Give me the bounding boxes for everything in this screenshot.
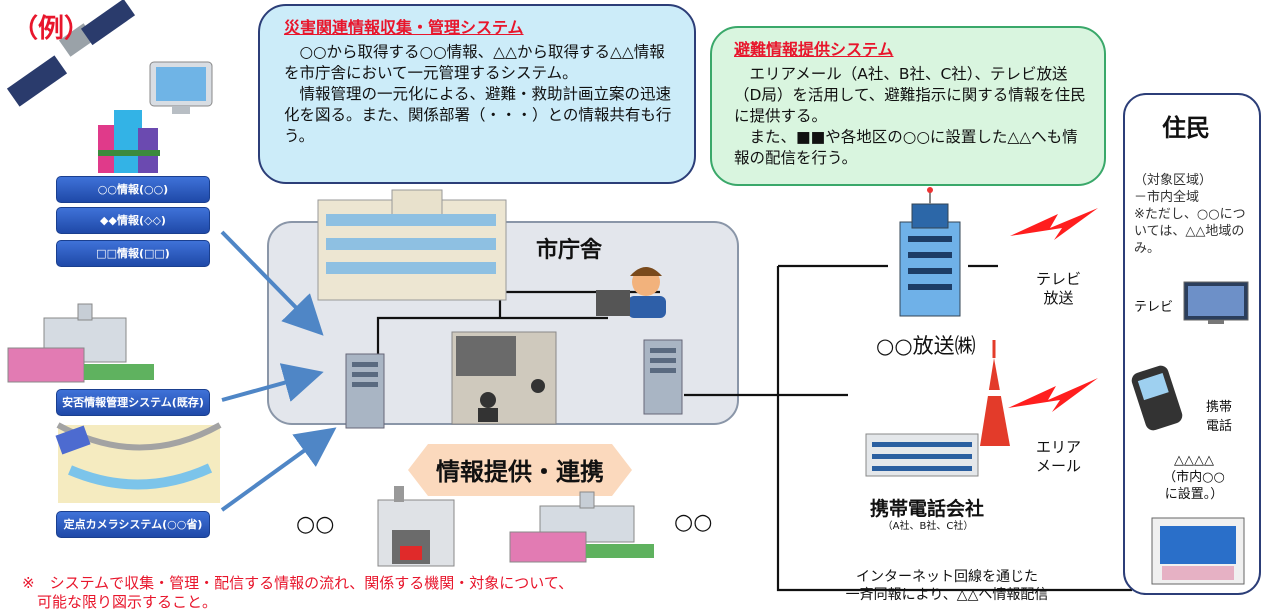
fixed-camera-system-label: 定点カメラシステム(○○省) [56,511,210,538]
source-item-3: □□情報(□□) [56,240,210,267]
buildings-illustration [98,110,160,173]
evacuation-system-box: 避難情報提供システム エリアメール（A社、B社、C社）、テレビ放送（D局）を活用… [710,26,1106,186]
tv-broadcast-label: テレビ 放送 [1036,270,1082,307]
safety-info-system-label: 安否情報管理システム(既存) [56,389,210,416]
system-box-title: 災害関連情報収集・管理システム [284,18,524,37]
signage-illustration [1151,517,1245,585]
server-left [345,353,385,429]
operator-illustration [596,267,666,318]
source-arrows [220,230,337,512]
mobile-phone-illustration [1131,365,1183,431]
oo-right-label: ○○ [674,510,713,535]
city-hall-label: 市庁舎 [536,238,603,263]
camera-landscape-illustration [55,422,222,503]
residents-tv-label: テレビ [1134,300,1174,315]
carrier-label: 携帯電話会社 [870,498,985,520]
system-box-body: ○○から取得する○○情報、△△から取得する△△情報を市庁舎において一元管理するシ… [284,43,672,145]
source-item-2: ◆◆情報(◇◇) [56,207,210,234]
residents-mobile-label: 携帯 電話 [1206,400,1233,434]
city-hall-building [317,189,507,301]
carrier-building [865,433,979,477]
area-mail-label: エリア メール [1036,438,1082,475]
server-right [643,339,683,415]
broadcaster-building [899,187,961,317]
radio-tower-illustration [980,340,1010,446]
tv-illustration [1183,281,1249,324]
signal-bolts [1008,208,1098,412]
residents-title: 住民 [1162,114,1210,142]
broadcaster-label: ○○放送㈱ [876,334,976,358]
school-illustration [509,491,654,563]
example-label: （例） [12,14,91,44]
facility-illustration [7,303,154,383]
oo-left-label: ○○ [296,512,335,537]
residents-area-text: （対象区域） －市内全域 ※ただし、○○については、△△地域のみ。 [1134,173,1246,256]
info-share-label: 情報提供・連携 [436,458,604,486]
residents-panel [1123,93,1261,595]
footnote: ※ システムで収集・管理・配信する情報の流れ、関係する機関・対象について、 可能… [22,574,574,611]
carrier-sublabel: （A社、B社、C社） [882,521,974,532]
satellite-illustration [6,0,136,107]
info-share-banner [408,444,632,496]
video-conference-photo [451,331,557,425]
monitor-illustration [149,61,213,114]
evac-box-title: 避難情報提供システム [734,40,894,59]
fire-station-illustration [377,486,455,567]
residents-signage-label: △△△△ （市内○○ に設置。） [1163,453,1225,502]
system-description-box: 災害関連情報収集・管理システム ○○から取得する○○情報、△△から取得する△△情… [258,4,696,184]
internet-delivery-note: インターネット回線を通じた 一斉同報により、△△へ情報配信 [845,569,1049,603]
evac-box-body: エリアメール（A社、B社、C社）、テレビ放送（D局）を活用して、避難指示に関する… [734,65,1086,167]
source-item-1: ○○情報(○○) [56,176,210,203]
